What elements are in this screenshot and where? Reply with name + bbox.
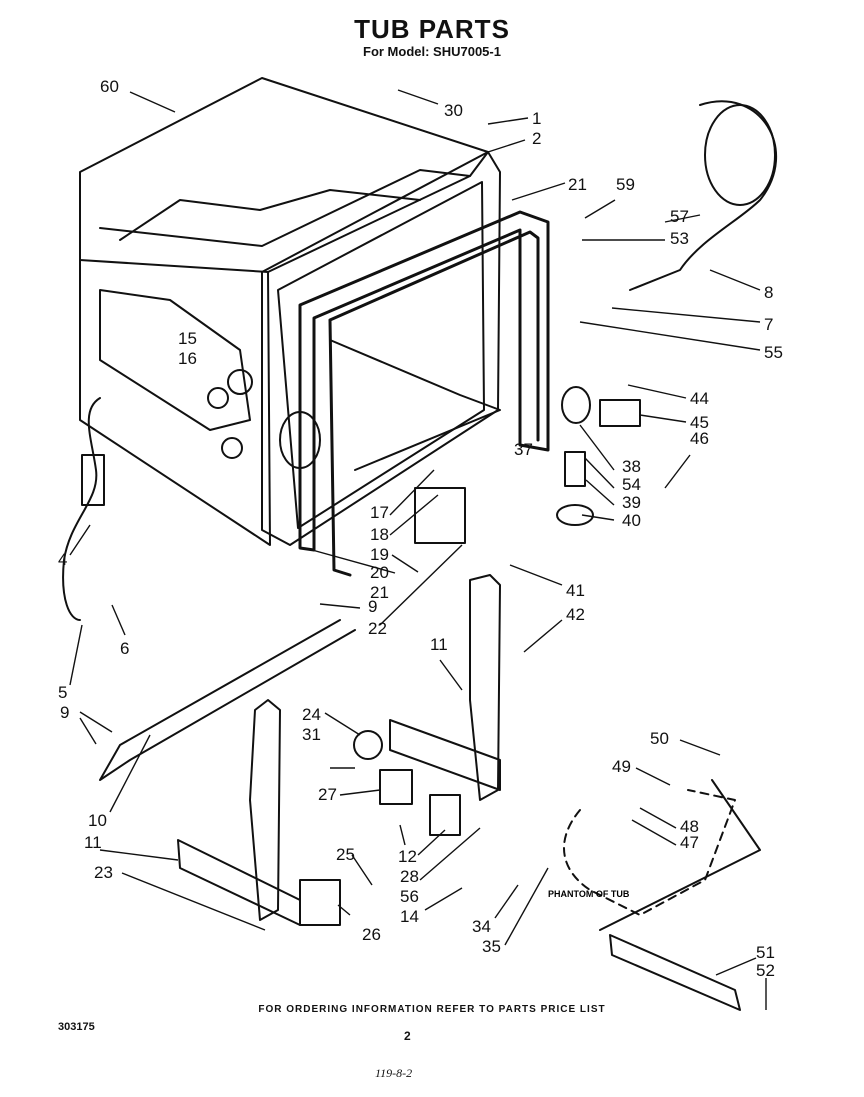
callout-20: 20 <box>370 563 389 582</box>
callout-11: 11 <box>430 635 448 654</box>
callout-57: 57 <box>670 207 689 226</box>
callout-21: 21 <box>370 583 389 602</box>
tub-shell-left-side <box>79 259 271 546</box>
callout-8: 8 <box>764 283 773 302</box>
callout-40: 40 <box>622 511 641 530</box>
callout-17: 17 <box>370 503 389 522</box>
phantom-of-tub-label: PHANTOM OF TUB <box>548 889 630 899</box>
fill-hose <box>62 397 101 621</box>
document-number: 303175 <box>58 1021 95 1033</box>
door-gasket-inner <box>328 230 540 577</box>
callout-12: 12 <box>398 847 417 866</box>
callout-50: 50 <box>650 729 669 748</box>
callout-46: 46 <box>690 429 709 448</box>
callout-28: 28 <box>400 867 419 886</box>
callout-56: 56 <box>400 887 419 906</box>
callout-7: 7 <box>764 315 773 334</box>
callout-44: 44 <box>690 389 709 408</box>
callout-38: 38 <box>622 457 641 476</box>
callout-6: 6 <box>120 639 129 658</box>
bracket-part-28 <box>429 794 461 836</box>
callout-35: 35 <box>482 937 501 956</box>
tub-front-frame <box>261 151 501 546</box>
callout-2: 2 <box>532 129 541 148</box>
callout-5: 5 <box>58 683 67 702</box>
callout-11: 11 <box>84 833 102 852</box>
callout-22: 22 <box>368 619 387 638</box>
callout-45: 45 <box>690 413 709 432</box>
callout-54: 54 <box>622 475 641 494</box>
callout-52: 52 <box>756 961 775 980</box>
part-45 <box>599 399 641 427</box>
float-part-38 <box>561 386 591 424</box>
part-40 <box>556 504 594 526</box>
callout-51: 51 <box>756 943 775 962</box>
callout-60: 60 <box>100 77 119 96</box>
callout-31: 31 <box>302 725 321 744</box>
callout-55: 55 <box>764 343 783 362</box>
toe-strip <box>99 619 356 781</box>
page-title: TUB PARTS <box>354 14 510 44</box>
callout-15: 15 <box>178 329 197 348</box>
callout-39: 39 <box>622 493 641 512</box>
part-17-block <box>414 487 466 544</box>
callout-49: 49 <box>612 757 631 776</box>
callout-1: 1 <box>532 109 541 128</box>
callout-10: 10 <box>88 811 107 830</box>
page-number: 2 <box>404 1029 411 1043</box>
callout-21: 21 <box>568 175 587 194</box>
tub-shell-outline <box>79 77 489 273</box>
callout-41: 41 <box>566 581 585 600</box>
callout-59: 59 <box>616 175 635 194</box>
wheel-part-24 <box>353 730 383 760</box>
bracket-part-27 <box>379 769 413 805</box>
callout-23: 23 <box>94 863 113 882</box>
callout-48: 48 <box>680 817 699 836</box>
callout-37: 37 <box>514 440 533 459</box>
valve-part-26 <box>299 879 341 926</box>
vent-hose <box>629 100 778 291</box>
ordering-note: FOR ORDERING INFORMATION REFER TO PARTS … <box>258 1004 606 1015</box>
side-rail-right <box>469 574 501 801</box>
callout-18: 18 <box>370 525 389 544</box>
part-39 <box>564 451 586 487</box>
callout-47: 47 <box>680 833 699 852</box>
handwritten-note: 119-8-2 <box>375 1066 413 1080</box>
callout-24: 24 <box>302 705 321 724</box>
callout-27: 27 <box>318 785 337 804</box>
door-gasket-outer <box>298 210 550 552</box>
callout-9: 9 <box>368 597 377 616</box>
phantom-of-tub <box>563 789 736 916</box>
callout-25: 25 <box>336 845 355 864</box>
callout-4: 4 <box>58 550 67 569</box>
callout-9: 9 <box>60 703 69 722</box>
callout-14: 14 <box>400 907 419 926</box>
callout-34: 34 <box>472 917 491 936</box>
callout-16: 16 <box>178 349 197 368</box>
callout-19: 19 <box>370 545 389 564</box>
side-rail-left <box>249 699 281 921</box>
heater-element <box>609 934 741 1011</box>
callout-42: 42 <box>566 605 585 624</box>
callout-30: 30 <box>444 101 463 120</box>
model-subtitle: For Model: SHU7005-1 <box>363 44 501 59</box>
callout-53: 53 <box>670 229 689 248</box>
callout-26: 26 <box>362 925 381 944</box>
tub-inner-floor <box>329 339 501 471</box>
